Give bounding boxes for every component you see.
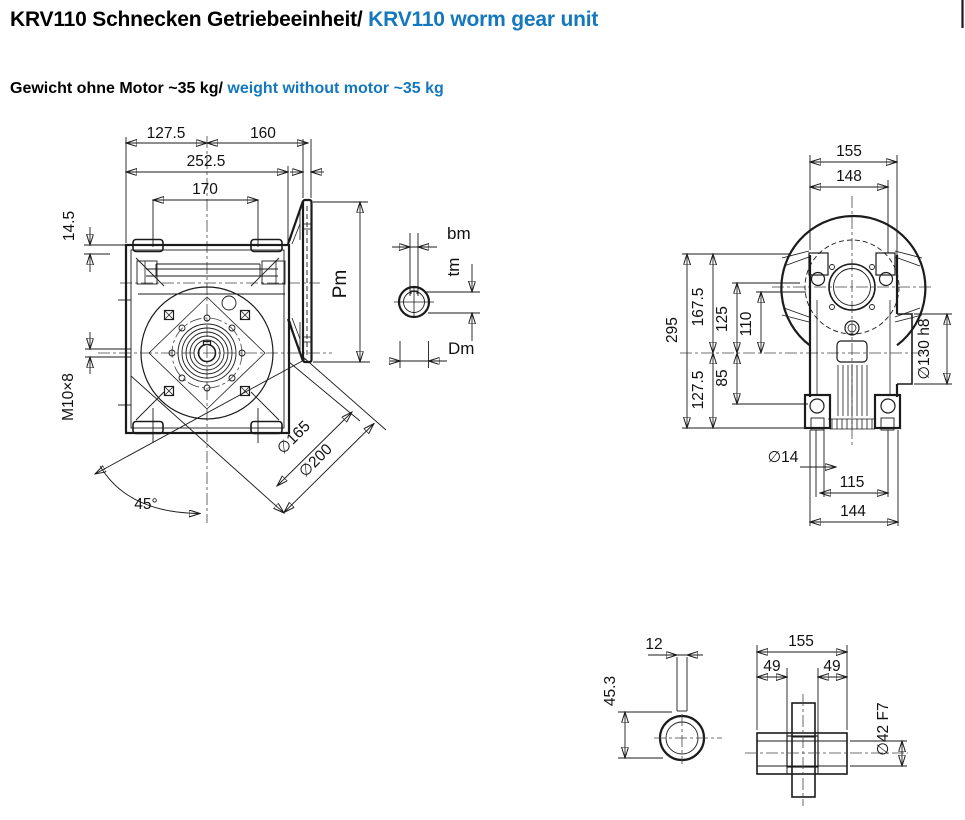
title-german: KRV110 Schnecken Getriebeeinheit/ [10, 8, 363, 31]
dim-side-thread: M10×8 [60, 373, 77, 421]
page-title: KRV110 Schnecken Getriebeeinheit/ KRV110… [10, 8, 598, 32]
dim-shaft-length: 155 [788, 633, 814, 650]
flange-ribs [781, 250, 923, 323]
dim-spigot: ∅130 h8 [916, 319, 933, 380]
hollow-section-dimensions [757, 645, 907, 766]
front-view: 127.5 160 252.5 170 14.5 M10×8 Pm 45° ∅1… [60, 125, 387, 523]
dim-end-left: 49 [763, 658, 780, 675]
motor-shaft-section: bm tm Dm [390, 224, 480, 368]
dim-bore-dia: ∅42 F7 [875, 702, 892, 755]
front-view-dimensions [84, 137, 387, 514]
dim-foot-hole: ∅14 [768, 449, 799, 466]
title-english: KRV110 worm gear unit [362, 8, 599, 31]
dim-flange-dia: ∅200 [296, 441, 336, 481]
hollow-end-dimensions [618, 655, 703, 758]
dim-width-total: 252.5 [187, 153, 226, 170]
dim-85: 85 [714, 369, 731, 386]
corner-nuts [163, 309, 251, 397]
dim-angle: 45° [134, 496, 157, 513]
dim-hole-spacing: 170 [192, 181, 218, 198]
weight-german: Gewicht ohne Motor ~35 kg/ [10, 80, 223, 97]
dim-shaft-dia: Dm [448, 339, 474, 358]
dim-end-right: 49 [823, 658, 840, 675]
weight-english: weight without motor ~35 kg [222, 80, 444, 97]
dim-depth: 155 [836, 143, 862, 160]
dim-key-depth: tm [444, 258, 463, 277]
dim-key-width: bm [447, 224, 471, 243]
output-spigot-boss [897, 313, 913, 385]
side-view: 155 148 295 167.5 127.5 125 85 110 ∅130 … [664, 143, 952, 526]
dim-foot-width: 144 [840, 503, 866, 520]
hollow-shaft-end-view: 12 45.3 [602, 636, 722, 764]
weight-note: Gewicht ohne Motor ~35 kg/ weight withou… [10, 80, 444, 98]
dim-bore-key-width: 12 [645, 636, 662, 653]
shaft-section-dimensions [390, 247, 480, 361]
cooling-fins [828, 365, 876, 430]
dim-height-axis: 127.5 [690, 371, 707, 410]
dim-motor-flange-dia: Pm [330, 270, 351, 299]
dim-125: 125 [714, 306, 731, 332]
dim-keyway-depth: 45.3 [602, 676, 619, 706]
dim-foot-hole-spacing: 115 [840, 474, 865, 491]
dim-height-upper: 167.5 [690, 288, 707, 327]
bolt-holes [168, 314, 246, 392]
dim-110: 110 [738, 311, 755, 336]
motor-flange-bell [286, 198, 313, 364]
side-view-dimensions [682, 155, 952, 526]
dim-width-right: 160 [250, 125, 276, 142]
dim-top-offset: 14.5 [61, 211, 78, 241]
dim-width-left: 127.5 [147, 125, 186, 142]
hollow-shaft-section-view: 155 49 49 ∅42 F7 [745, 633, 908, 806]
dim-height-total: 295 [664, 317, 681, 343]
dim-depth-inner: 148 [836, 168, 862, 185]
dim-bolt-circle: ∅165 [274, 418, 314, 458]
